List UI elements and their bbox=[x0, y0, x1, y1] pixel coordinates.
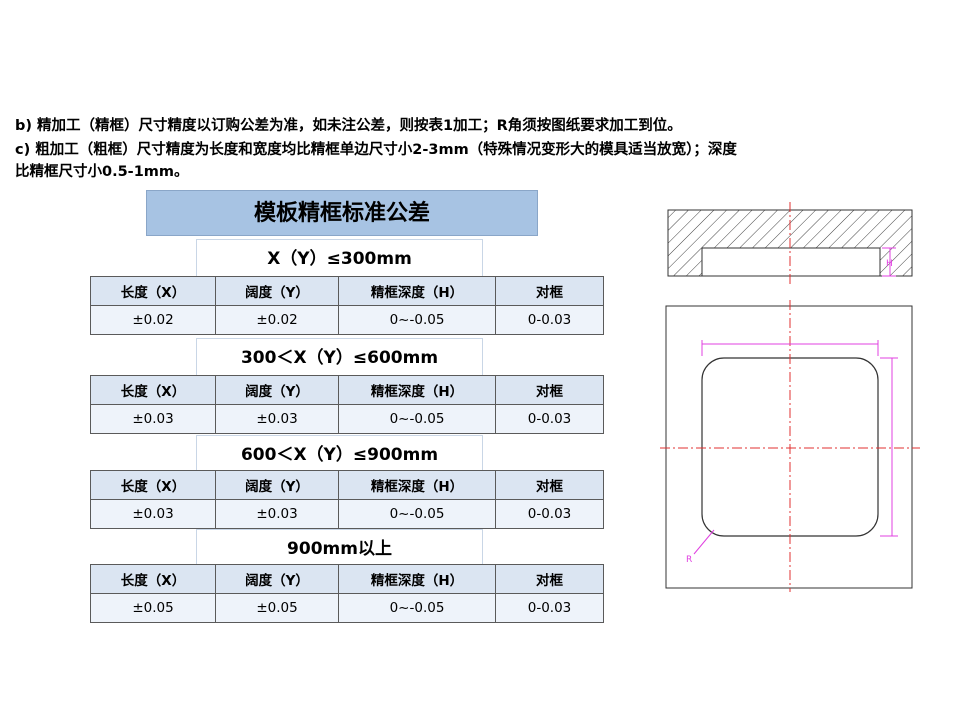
tolerance-banner-title: 模板精框标准公差 bbox=[146, 190, 538, 236]
table-row: ±0.05 ±0.05 0~-0.05 0-0.03 bbox=[90, 593, 604, 623]
plan-view-drawing: R bbox=[660, 300, 920, 592]
depth-label: H bbox=[886, 259, 893, 269]
col-width: 阔度（Y） bbox=[215, 276, 339, 306]
tolerance-table-2: 长度（X） 阔度（Y） 精框深度（H） 对框 ±0.03 ±0.03 0~-0.… bbox=[90, 470, 604, 529]
cell-width: ±0.05 bbox=[215, 593, 339, 623]
cell-length: ±0.03 bbox=[90, 499, 216, 529]
radius-label: R bbox=[686, 555, 692, 565]
table-row: ±0.03 ±0.03 0~-0.05 0-0.03 bbox=[90, 404, 604, 434]
col-length: 长度（X） bbox=[90, 470, 216, 500]
table-header-row: 长度（X） 阔度（Y） 精框深度（H） 对框 bbox=[90, 564, 604, 594]
table-header-row: 长度（X） 阔度（Y） 精框深度（H） 对框 bbox=[90, 276, 604, 306]
note-b: b) 精加工（精框）尺寸精度以订购公差为准，如未注公差，则按表1加工；R角须按图… bbox=[15, 118, 682, 134]
pocket-cavity bbox=[701, 247, 881, 277]
cell-depth: 0~-0.05 bbox=[338, 593, 496, 623]
col-depth: 精框深度（H） bbox=[338, 564, 496, 594]
cell-length: ±0.02 bbox=[90, 305, 216, 335]
table-row: ±0.02 ±0.02 0~-0.05 0-0.03 bbox=[90, 305, 604, 335]
section-view-drawing: H bbox=[667, 202, 913, 284]
col-width: 阔度（Y） bbox=[215, 470, 339, 500]
col-width: 阔度（Y） bbox=[215, 564, 339, 594]
cell-alignment: 0-0.03 bbox=[495, 593, 604, 623]
col-depth: 精框深度（H） bbox=[338, 470, 496, 500]
cell-width: ±0.02 bbox=[215, 305, 339, 335]
cell-depth: 0~-0.05 bbox=[338, 499, 496, 529]
cell-depth: 0~-0.05 bbox=[338, 305, 496, 335]
note-c-line1: c) 粗加工（粗框）尺寸精度为长度和宽度均比精框单边尺寸小2-3mm（特殊情况变… bbox=[15, 142, 737, 158]
cell-alignment: 0-0.03 bbox=[495, 305, 604, 335]
section-title-1: 300＜X（Y）≤600mm bbox=[196, 338, 483, 375]
cell-depth: 0~-0.05 bbox=[338, 404, 496, 434]
col-length: 长度（X） bbox=[90, 276, 216, 306]
tolerance-table-0: 长度（X） 阔度（Y） 精框深度（H） 对框 ±0.02 ±0.02 0~-0.… bbox=[90, 276, 604, 335]
table-header-row: 长度（X） 阔度（Y） 精框深度（H） 对框 bbox=[90, 470, 604, 500]
cell-length: ±0.03 bbox=[90, 404, 216, 434]
cell-alignment: 0-0.03 bbox=[495, 499, 604, 529]
col-depth: 精框深度（H） bbox=[338, 276, 496, 306]
tolerance-table-3: 长度（X） 阔度（Y） 精框深度（H） 对框 ±0.05 ±0.05 0~-0.… bbox=[90, 564, 604, 623]
radius-leader-line bbox=[693, 529, 715, 555]
col-length: 长度（X） bbox=[90, 564, 216, 594]
col-length: 长度（X） bbox=[90, 375, 216, 405]
col-width: 阔度（Y） bbox=[215, 375, 339, 405]
cell-width: ±0.03 bbox=[215, 499, 339, 529]
table-header-row: 长度（X） 阔度（Y） 精框深度（H） 对框 bbox=[90, 375, 604, 405]
section-title-3: 900mm以上 bbox=[196, 529, 483, 566]
col-alignment: 对框 bbox=[495, 470, 604, 500]
col-alignment: 对框 bbox=[495, 276, 604, 306]
col-alignment: 对框 bbox=[495, 564, 604, 594]
cell-width: ±0.03 bbox=[215, 404, 339, 434]
cell-alignment: 0-0.03 bbox=[495, 404, 604, 434]
cell-length: ±0.05 bbox=[90, 593, 216, 623]
section-title-0: X（Y）≤300mm bbox=[196, 239, 483, 276]
col-alignment: 对框 bbox=[495, 375, 604, 405]
note-c-line2: 比精框尺寸小0.5-1mm。 bbox=[15, 164, 189, 180]
plate-outline bbox=[665, 305, 913, 589]
table-row: ±0.03 ±0.03 0~-0.05 0-0.03 bbox=[90, 499, 604, 529]
section-title-2: 600＜X（Y）≤900mm bbox=[196, 435, 483, 472]
tolerance-table-1: 长度（X） 阔度（Y） 精框深度（H） 对框 ±0.03 ±0.03 0~-0.… bbox=[90, 375, 604, 434]
col-depth: 精框深度（H） bbox=[338, 375, 496, 405]
